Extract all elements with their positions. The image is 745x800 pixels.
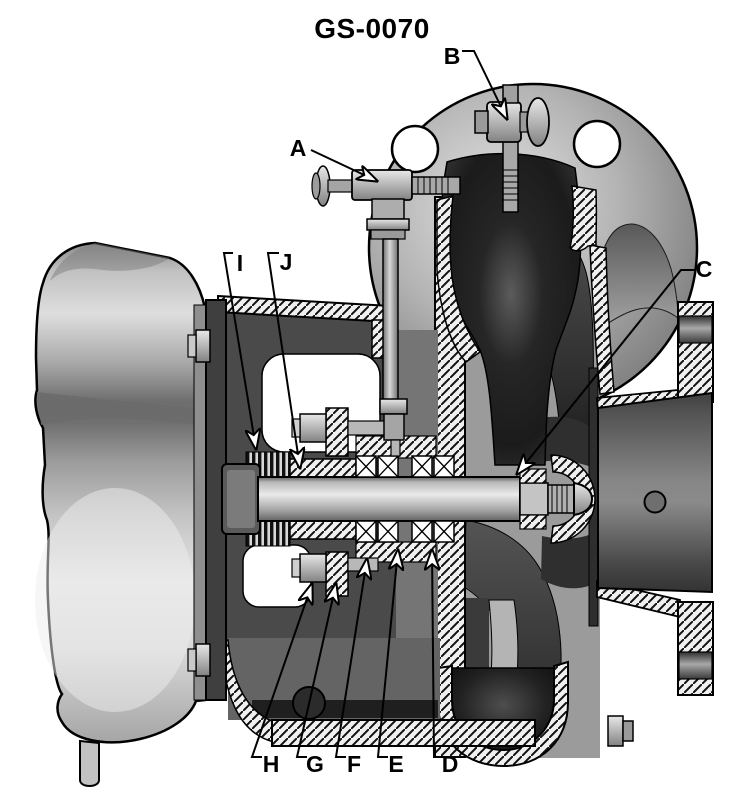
valve-a-handle-cap xyxy=(311,172,321,200)
shaft-end-cap-inner xyxy=(227,470,255,528)
flange-bolt-bottom xyxy=(187,643,211,677)
valve-a-leg xyxy=(371,198,405,220)
valve-b-left-port xyxy=(474,110,489,134)
leader-e xyxy=(376,550,398,758)
bell-shadow-band xyxy=(37,392,194,425)
bolt-hole-right xyxy=(572,119,622,169)
grease-tube xyxy=(382,238,399,402)
tube-tail xyxy=(390,439,401,457)
valve-b-body xyxy=(486,101,522,143)
shaft-threads xyxy=(547,484,575,514)
leader-c xyxy=(517,269,695,474)
impeller-shroud-lower xyxy=(541,533,594,589)
valve-a-pipe xyxy=(411,176,461,195)
impeller-hub-hatch-upper xyxy=(519,468,547,484)
tube-union-body xyxy=(383,413,405,441)
leader-f xyxy=(334,559,367,758)
grease-relief-valve-a xyxy=(311,165,461,457)
leader-d xyxy=(432,550,442,758)
callout-b: B xyxy=(444,43,461,69)
discharge-flange xyxy=(677,301,714,696)
housing-stud-upper xyxy=(291,407,391,457)
bell-highlight xyxy=(35,488,195,712)
shaft-assembly xyxy=(221,451,596,547)
impeller-nut xyxy=(573,481,594,517)
tube-union-nut xyxy=(379,398,408,415)
bell-rim xyxy=(193,304,207,701)
callout-e: E xyxy=(388,751,403,777)
bell-shoulder-shade xyxy=(50,243,170,281)
ball-bearing-row-lower xyxy=(355,520,455,543)
valve-a-collar xyxy=(366,218,410,231)
drive-hub-bell xyxy=(34,241,207,787)
discharge-cone xyxy=(597,391,713,594)
shaft-sleeve-lower-hatch xyxy=(289,520,357,540)
inlet-throat-hatch-right xyxy=(569,185,598,252)
leader-h xyxy=(250,584,312,758)
casing-wall-hatch-right xyxy=(589,244,615,395)
bell-foot xyxy=(79,739,100,787)
ball-bearing-row-upper xyxy=(355,455,455,478)
callout-j: J xyxy=(280,249,293,275)
impeller-hub-hatch-lower xyxy=(519,514,547,530)
inlet-passage xyxy=(436,152,598,466)
bolt-hole-left xyxy=(390,124,440,174)
valve-a-stem xyxy=(327,179,355,193)
callout-d: D xyxy=(442,751,459,777)
callout-labels: GS-0070 A B C I J H G F E D xyxy=(237,13,713,777)
flange-bolt-lower xyxy=(678,651,713,680)
callout-c: C xyxy=(696,256,713,282)
drain-plug xyxy=(607,715,634,747)
valve-b-stem xyxy=(502,137,519,213)
inlet-throat-hatch-left xyxy=(436,195,482,363)
leader-g xyxy=(295,584,336,758)
figure-title: GS-0070 xyxy=(314,13,430,44)
callout-h: H xyxy=(263,751,280,777)
housing-bottom-wall-hatch xyxy=(271,719,536,747)
valve-a-collar2 xyxy=(370,229,406,240)
pump-shaft xyxy=(257,476,521,522)
leader-b xyxy=(462,50,507,119)
valve-b-handle xyxy=(526,97,550,147)
cone-hole xyxy=(643,490,667,514)
flange-bolt-upper xyxy=(678,315,713,344)
valve-b-top-stub xyxy=(502,84,519,104)
flange-bolt-top xyxy=(187,329,211,363)
callout-i: I xyxy=(237,250,243,276)
callout-g: G xyxy=(306,751,324,777)
leader-a xyxy=(310,149,377,181)
shaft-stub xyxy=(519,482,549,516)
callout-leaders xyxy=(222,50,695,758)
callout-a: A xyxy=(290,135,307,161)
leader-i xyxy=(222,252,256,449)
callout-f: F xyxy=(347,751,361,777)
leader-j xyxy=(266,252,300,468)
